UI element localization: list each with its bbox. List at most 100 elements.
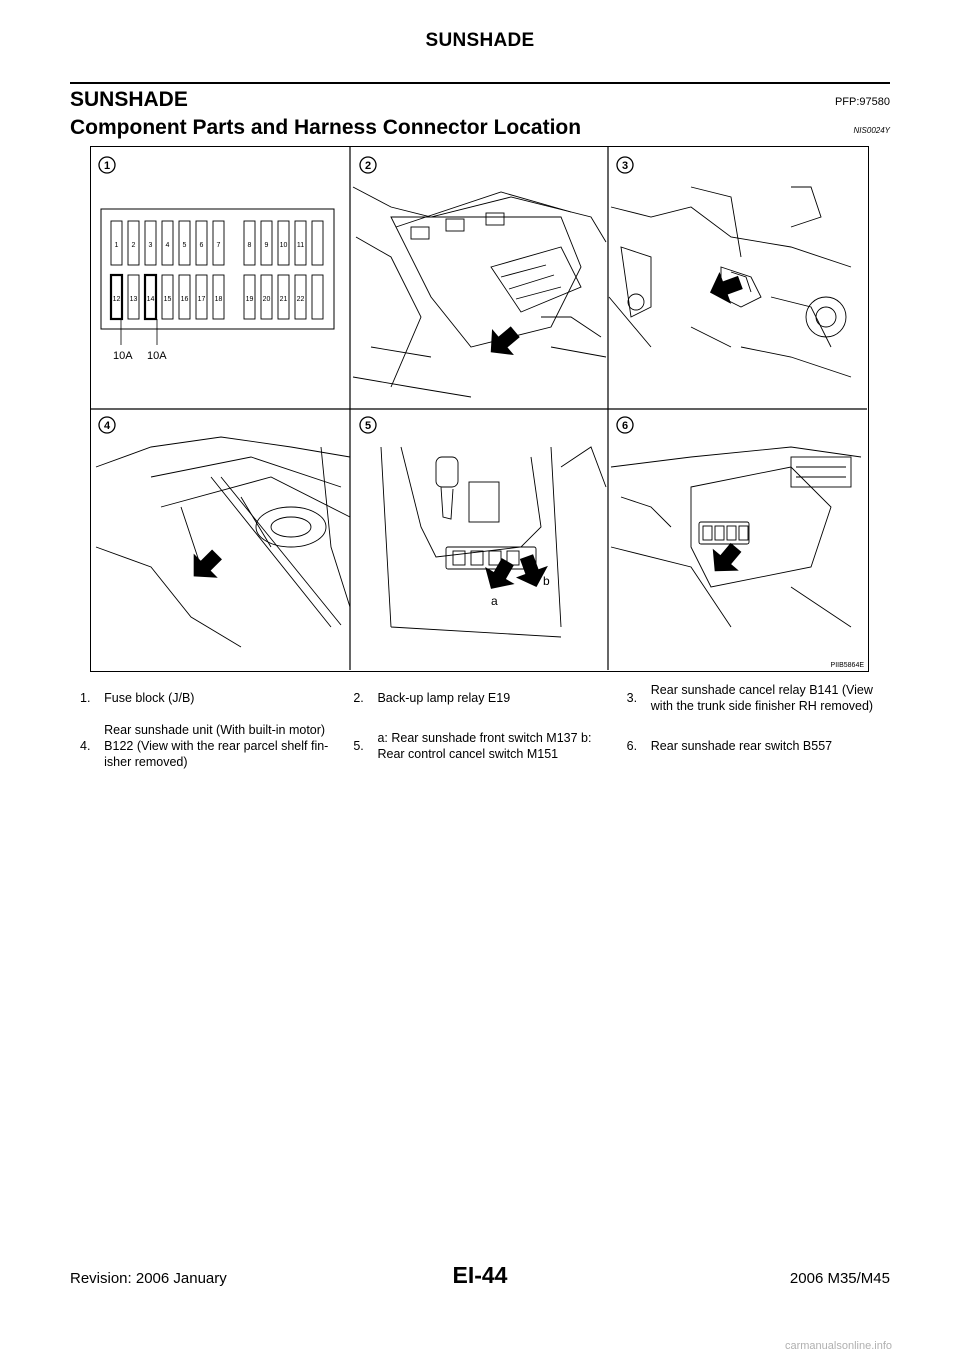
fuse-label-10a-left: 10A	[113, 350, 133, 362]
caption-number: 6.	[626, 739, 638, 753]
fuse-number: 5	[183, 242, 187, 249]
caption-text: Rear sunshade cancel relay B141 (View wi…	[650, 683, 874, 713]
fuse-cell	[178, 274, 191, 320]
fuse-cell	[294, 220, 307, 266]
fuse-number: 20	[263, 296, 271, 303]
locator-arrow-panel-5b	[515, 554, 548, 588]
fuse-number: 16	[181, 296, 189, 303]
panel-badge-1: 1	[98, 156, 116, 174]
rear-switch-illustration	[610, 446, 862, 628]
sunshade-unit-illustration	[95, 436, 351, 648]
caption-number: 4.	[80, 739, 91, 753]
fuse-cell	[161, 274, 174, 320]
fuse-number: 19	[246, 296, 254, 303]
fuse-number: 6	[200, 242, 204, 249]
caption-text: Back-up lamp relay E19	[377, 691, 511, 705]
fuse-number: 15	[164, 296, 172, 303]
locator-arrow-panel-4	[193, 549, 222, 578]
caption-number: 2.	[353, 691, 364, 705]
fuse-cell	[161, 220, 174, 266]
locator-arrow-panel-2	[490, 326, 520, 356]
switch-label-b: b	[543, 574, 550, 588]
svg-text:1: 1	[104, 160, 110, 172]
fuse-cell	[294, 274, 307, 320]
fuse-cell	[110, 220, 123, 266]
fuse-cell	[260, 220, 273, 266]
footer-model: 2006 M35/M45	[789, 1270, 890, 1287]
caption-text: Rear sunshade rear switch B557	[650, 739, 833, 753]
fuse-cell	[277, 220, 290, 266]
fuse-cell	[144, 220, 157, 266]
svg-text:5: 5	[365, 420, 371, 432]
fuse-cell	[127, 220, 140, 266]
svg-text:3: 3	[622, 160, 628, 172]
panel-badge-6: 6	[616, 416, 634, 434]
figure-code: PIIB5864E	[830, 662, 864, 669]
locator-arrow-panel-6	[712, 542, 742, 572]
fuse-cell	[109, 273, 124, 321]
fuse-cell	[195, 274, 208, 320]
caption-text: Fuse block (J/B)	[104, 691, 195, 705]
fuse-cell	[143, 273, 158, 321]
fuse-number: 7	[217, 242, 221, 249]
fuse-number: 9	[265, 242, 269, 249]
fuse-cell	[212, 220, 225, 266]
fuse-number: 8	[248, 242, 252, 249]
page-header: SUNSHADE	[425, 30, 535, 51]
caption-number: 1.	[80, 691, 91, 705]
fuse-number: 1	[115, 242, 119, 249]
panel-badge-5: 5	[359, 416, 377, 434]
subsection-code: NIS0024Y	[853, 126, 890, 135]
fuse-number: 13	[130, 296, 138, 303]
fuse-cell	[260, 274, 273, 320]
front-switch-illustration	[380, 446, 607, 638]
fuse-number: 22	[297, 296, 305, 303]
locator-arrow-panel-5a	[485, 558, 515, 589]
fuse-number: 17	[198, 296, 206, 303]
svg-text:4: 4	[104, 420, 111, 432]
fuse-number: 10	[280, 242, 288, 249]
footer-page-number: EI-44	[452, 1262, 508, 1288]
fuse-label-10a-right: 10A	[147, 350, 167, 362]
switch-label-a: a	[491, 594, 498, 608]
svg-text:6: 6	[622, 420, 628, 432]
fuse-bottom-row: 12 13 14 15 16 17 18 19 20 21 22	[109, 273, 324, 321]
fuse-cell	[243, 220, 256, 266]
fuse-cell	[277, 274, 290, 320]
svg-text:2: 2	[365, 160, 371, 172]
fuse-number: 4	[166, 242, 170, 249]
caption-table: 1. Fuse block (J/B) 2. Back-up lamp rela…	[70, 682, 890, 778]
fuse-number: 11	[297, 242, 304, 249]
fuse-cell-blank	[311, 220, 324, 266]
fuse-number: 12	[113, 296, 121, 303]
fuse-number: 14	[147, 296, 155, 303]
fuse-number: 21	[280, 296, 288, 303]
fuse-cell	[127, 274, 140, 320]
fuse-cell	[195, 220, 208, 266]
caption-number: 5.	[353, 739, 364, 753]
section-title: SUNSHADE	[70, 88, 188, 111]
fuse-cell	[212, 274, 225, 320]
watermark: carmanualsonline.info	[784, 1340, 892, 1352]
fuse-number: 18	[215, 296, 223, 303]
caption-text: a: Rear sunshade front switch M137 b: Re…	[377, 731, 592, 761]
fuse-cell-blank	[311, 274, 324, 320]
panel-badge-4: 4	[98, 416, 116, 434]
subsection-title: Component Parts and Harness Connector Lo…	[70, 116, 582, 139]
locator-arrow-panel-3	[709, 271, 743, 304]
fuse-cell	[243, 274, 256, 320]
caption-text: Rear sunshade unit (With built-in motor)…	[104, 723, 329, 769]
fuse-number: 3	[149, 242, 153, 249]
caption-row: 1. Fuse block (J/B) 2. Back-up lamp rela…	[70, 682, 890, 722]
header-rule	[70, 82, 890, 84]
footer-revision: Revision: 2006 January	[70, 1270, 227, 1287]
panel-badge-2: 2	[359, 156, 377, 174]
section-code: PFP:97580	[834, 96, 890, 108]
caption-number: 3.	[626, 691, 638, 705]
fuse-cell	[178, 220, 191, 266]
caption-row: 4. Rear sunshade unit (With built-in mot…	[70, 722, 890, 778]
